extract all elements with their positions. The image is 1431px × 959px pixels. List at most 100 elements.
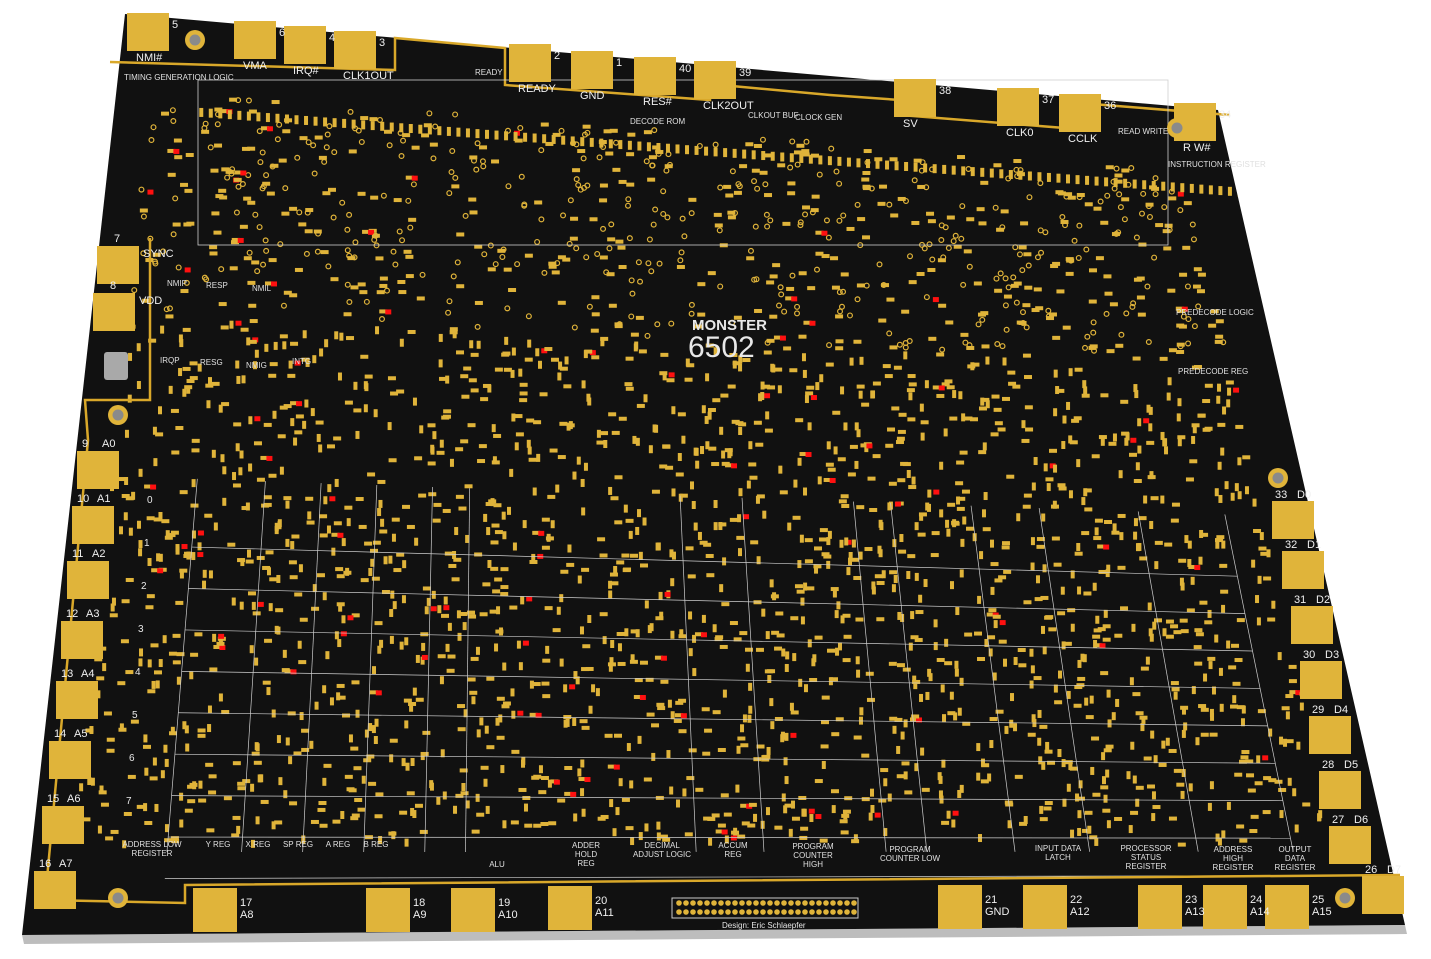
smd-pad [1067,195,1076,200]
led [999,620,1006,626]
transistor-footprint [729,319,736,326]
smd-pad [1082,380,1087,389]
smd-pad [1003,569,1012,574]
smd-pad [281,211,290,216]
resistor-pad [304,115,309,125]
header-pin [781,909,787,915]
smd-pad [452,330,457,339]
smd-pad [774,716,783,721]
smd-pad [919,512,924,521]
smd-pad [331,532,340,537]
smd-pad [180,289,189,294]
resistor-pad [313,116,318,126]
smd-pad [777,385,782,394]
smd-pad [1084,697,1089,706]
smd-pad [128,352,133,361]
transistor-footprint [373,242,380,249]
smd-pad [1056,289,1065,294]
smd-pad [1035,575,1040,584]
pin-number: 37 [1042,94,1054,106]
smd-pad [797,457,802,466]
smd-pad [677,453,682,462]
smd-pad [731,419,740,424]
smd-pad [889,570,898,575]
smd-pad [862,170,871,175]
smd-pad [1043,806,1052,811]
transistor-footprint [1140,190,1147,197]
smd-pad [455,793,464,798]
smd-pad [1135,543,1140,552]
smd-pad [577,768,582,777]
pin-number: 5 [172,19,178,31]
resistor-pad [1123,178,1128,188]
pin-rw: 34R W# [1183,109,1231,154]
smd-pad [646,712,655,717]
smd-pad [581,567,590,572]
power-switch[interactable] [104,352,128,380]
smd-pad [723,812,732,817]
smd-pad [250,839,255,848]
smd-pad [1200,532,1209,537]
smd-pad [1040,595,1049,600]
transistor-footprint [1002,275,1009,282]
pin-name: GND [580,90,605,102]
smd-pad [581,808,586,817]
led [1262,755,1269,761]
smd-pad [892,539,897,548]
smd-pad [1033,457,1038,466]
smd-pad [764,153,773,158]
smd-pad [821,695,830,700]
smd-pad [946,528,951,537]
header-pin [774,909,780,915]
led [218,633,225,639]
smd-pad [1148,406,1153,415]
smd-pad [605,151,614,156]
smd-pad [736,535,745,540]
smd-pad [1214,488,1219,497]
transistor-footprint [239,180,246,187]
led [150,484,157,490]
transistor-footprint [407,224,414,231]
smd-pad [708,446,717,451]
smd-pad [1058,670,1063,679]
smd-pad [793,479,798,488]
smd-pad [762,510,767,519]
smd-pad [1071,418,1080,423]
transistor-footprint [169,107,176,114]
smd-pad [654,655,663,660]
transistor-footprint [747,247,754,254]
transistor-footprint [347,108,354,115]
resistor-pad [456,127,461,137]
smd-pad [644,823,649,832]
smd-pad [1100,220,1109,225]
smd-pad [381,590,390,595]
smd-pad [737,548,742,557]
smd-pad [617,643,622,652]
smd-pad [803,320,812,325]
pin-number: 39 [739,67,751,79]
smd-pad [616,631,625,636]
smd-pad [364,374,373,379]
smd-pad [920,747,925,756]
smd-pad [350,746,359,751]
smd-pad [861,753,870,758]
smd-pad [1180,790,1185,799]
smd-pad [815,251,824,256]
smd-pad [531,775,540,780]
smd-pad [1046,316,1055,321]
smd-pad [442,791,447,800]
smd-pad [688,197,697,202]
smd-pad [291,534,300,539]
smd-pad [801,149,810,154]
smd-pad [248,339,257,344]
smd-pad [436,796,441,805]
smd-pad [833,446,838,455]
smd-pad [405,175,414,180]
smd-pad [209,245,218,250]
pin-pad-sync [97,246,139,284]
smd-pad [849,444,858,449]
smd-pad [677,412,686,417]
smd-pad [1181,706,1186,715]
